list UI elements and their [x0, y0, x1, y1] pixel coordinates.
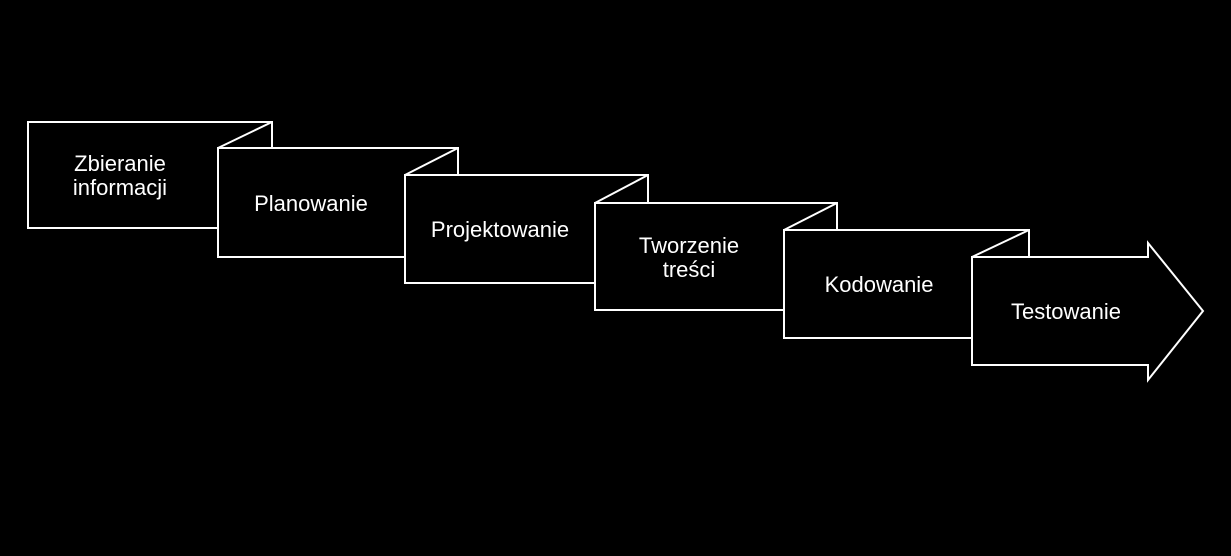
fold-connector-line — [217, 121, 273, 149]
process-step-label-testowanie: Testowanie — [1011, 299, 1121, 324]
fold-connector-line — [783, 202, 838, 231]
fold-connector-line — [404, 147, 459, 176]
process-step-arrow-testowanie — [971, 240, 1205, 383]
fold-connector-line — [594, 174, 649, 204]
fold-connector-line — [971, 229, 1030, 258]
process-step-label-projektowanie: Projektowanie — [431, 217, 569, 242]
process-step-label-planowanie: Planowanie — [254, 191, 368, 216]
process-step-label-kodowanie: Kodowanie — [825, 272, 934, 297]
